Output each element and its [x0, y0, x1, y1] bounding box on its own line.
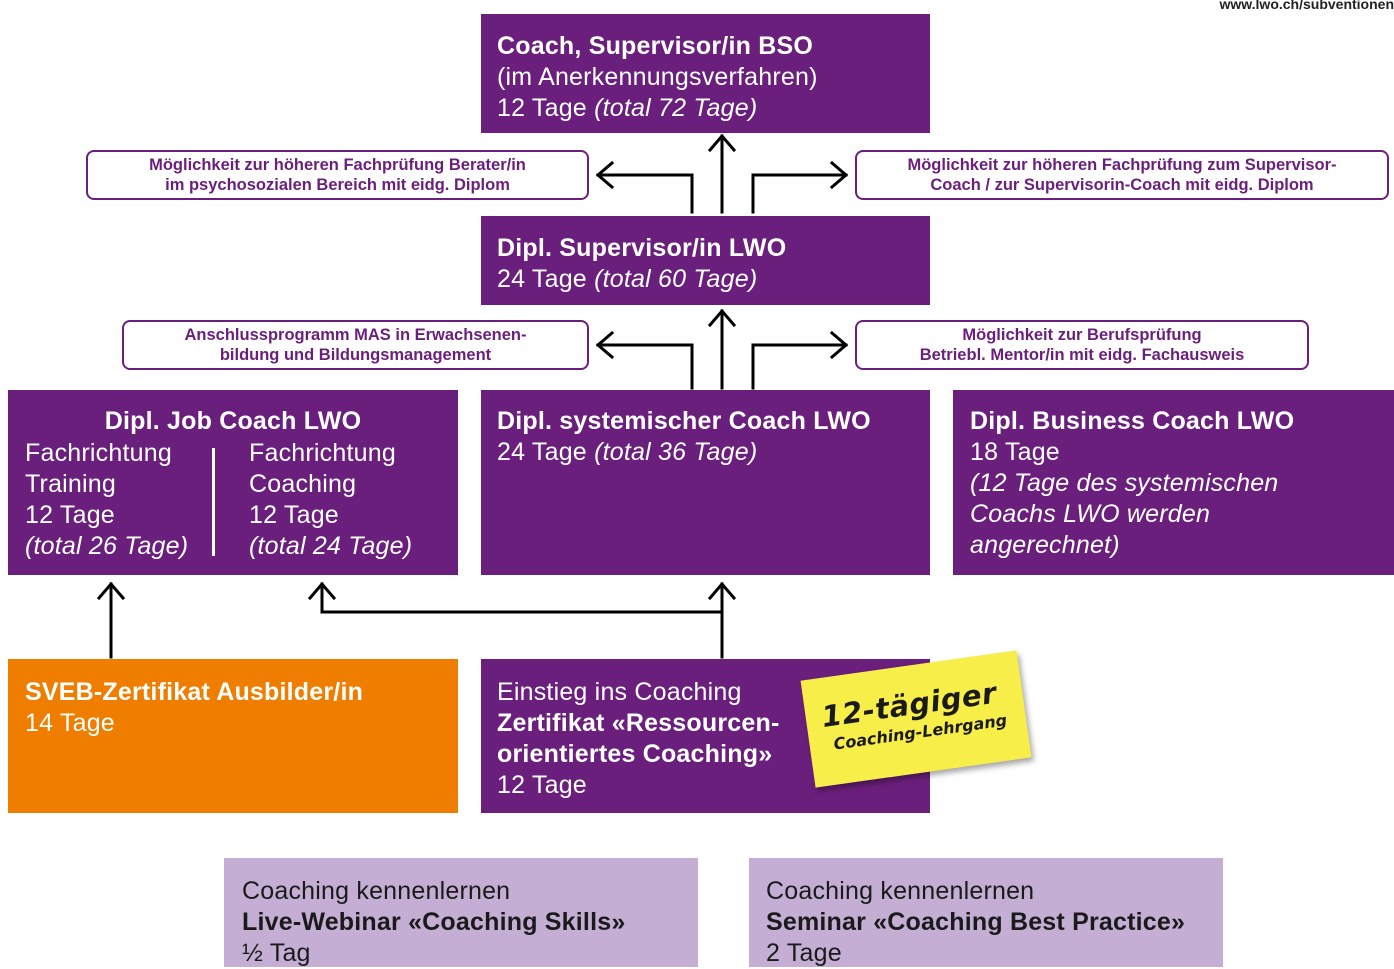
- webinar-title: Live-Webinar «Coaching Skills»: [242, 907, 698, 938]
- bso-box[interactable]: Coach, Supervisor/in BSO (im Anerkennung…: [481, 14, 930, 133]
- webinar-intro: Coaching kennenlernen: [242, 876, 698, 907]
- seminar-box[interactable]: Coaching kennenlernen Seminar «Coaching …: [749, 858, 1223, 967]
- job-coach-title: Dipl. Job Coach LWO: [8, 406, 458, 437]
- job-coach-coaching: Fachrichtung Coaching 12 Tage (total 24 …: [249, 438, 412, 562]
- supervisor-title: Dipl. Supervisor/in LWO: [497, 233, 930, 264]
- bso-duration: 12 Tage (total 72 Tage): [497, 93, 930, 124]
- business-coach-note-1: (12 Tage des systemischen: [970, 468, 1394, 499]
- systemic-coach-box[interactable]: Dipl. systemischer Coach LWO 24 Tage (to…: [481, 390, 930, 575]
- supervisor-duration: 24 Tage (total 60 Tage): [497, 264, 930, 295]
- bso-title: Coach, Supervisor/in BSO: [497, 31, 930, 62]
- seminar-title: Seminar «Coaching Best Practice»: [766, 907, 1223, 938]
- business-coach-days: 18 Tage: [970, 437, 1394, 468]
- seminar-intro: Coaching kennenlernen: [766, 876, 1223, 907]
- business-coach-box[interactable]: Dipl. Business Coach LWO 18 Tage (12 Tag…: [953, 390, 1394, 575]
- sveb-title: SVEB-Zertifikat Ausbilder/in: [25, 677, 458, 708]
- bso-subtitle: (im Anerkennungsverfahren): [497, 62, 930, 93]
- sveb-days: 14 Tage: [25, 708, 458, 739]
- note-berater-diplom: Möglichkeit zur höheren Fachprüfung Bera…: [86, 150, 589, 200]
- business-coach-title: Dipl. Business Coach LWO: [970, 406, 1394, 437]
- job-coach-training: Fachrichtung Training 12 Tage (total 26 …: [25, 438, 188, 562]
- job-coach-box[interactable]: Dipl. Job Coach LWO Fachrichtung Trainin…: [8, 390, 458, 575]
- note-supervisor-coach-diplom: Möglichkeit zur höheren Fachprüfung zum …: [855, 150, 1389, 200]
- business-coach-note-2: Coachs LWO werden: [970, 499, 1394, 530]
- sveb-box[interactable]: SVEB-Zertifikat Ausbilder/in 14 Tage: [8, 659, 458, 813]
- business-coach-note-3: angerechnet): [970, 530, 1394, 561]
- webinar-box[interactable]: Coaching kennenlernen Live-Webinar «Coac…: [224, 858, 698, 967]
- systemic-coach-title: Dipl. systemischer Coach LWO: [497, 406, 930, 437]
- webinar-days: ½ Tag: [242, 938, 698, 969]
- job-coach-divider: [212, 448, 215, 556]
- note-mas-program: Anschlussprogramm MAS in Erwachsenen-bil…: [122, 320, 589, 370]
- systemic-coach-duration: 24 Tage (total 36 Tage): [497, 437, 930, 468]
- supervisor-box[interactable]: Dipl. Supervisor/in LWO 24 Tage (total 6…: [481, 216, 930, 305]
- seminar-days: 2 Tage: [766, 938, 1223, 969]
